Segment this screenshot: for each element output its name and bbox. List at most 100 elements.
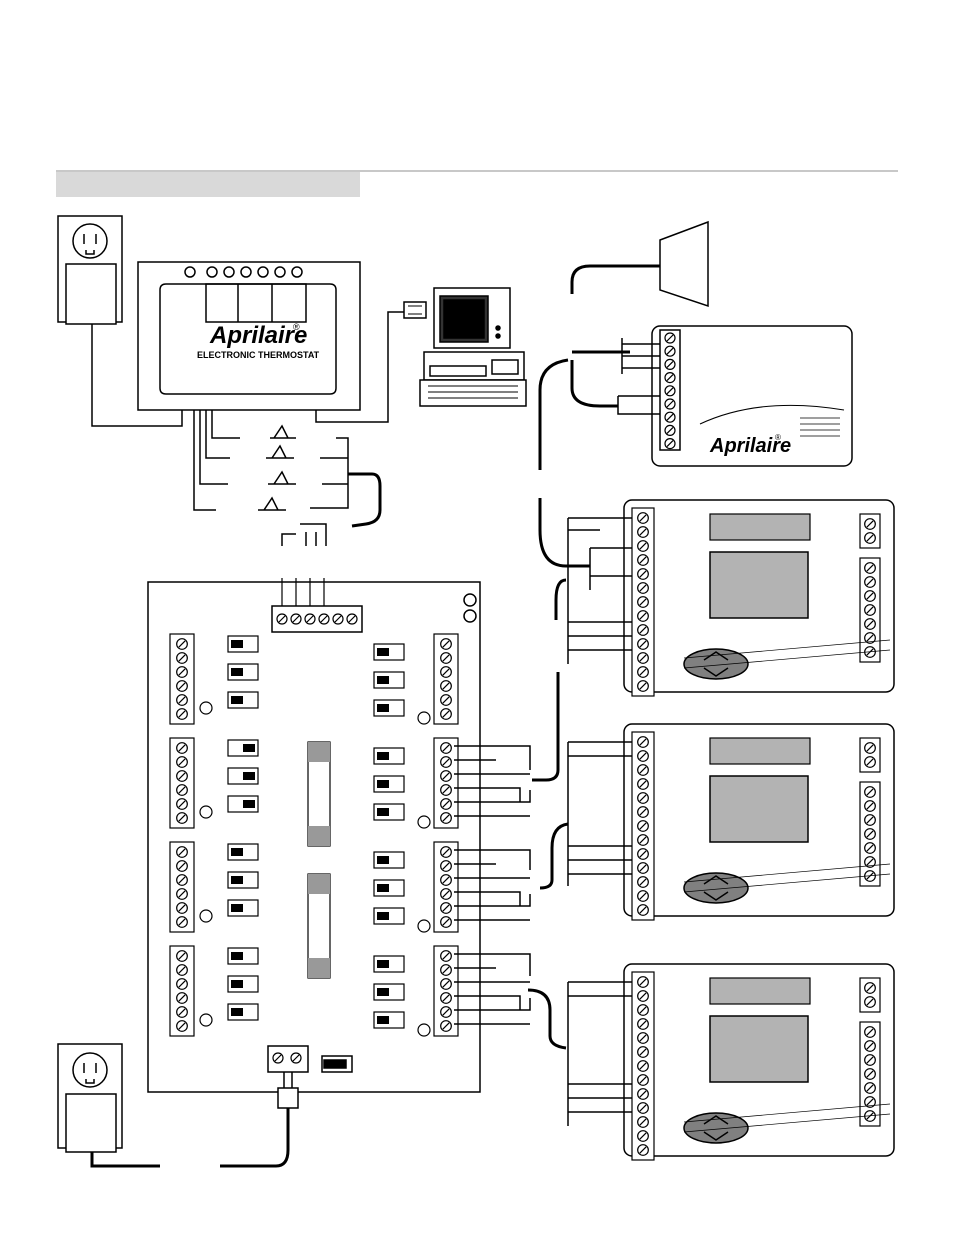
- terminal-screw: [333, 614, 343, 624]
- terminal-screw: [638, 611, 649, 622]
- fuse-cap: [308, 874, 330, 894]
- terminal-screw: [177, 667, 188, 678]
- dip-switch-toggle: [377, 676, 389, 684]
- terminal-screw: [665, 333, 675, 343]
- terminal-screw: [638, 639, 649, 650]
- terminal-screw: [177, 889, 188, 900]
- terminal-screw: [441, 979, 452, 990]
- terminal-screw: [865, 815, 876, 826]
- sensor-wires: [194, 410, 380, 546]
- terminal-screw: [177, 847, 188, 858]
- dip-switch-toggle: [377, 704, 389, 712]
- terminal-screw: [441, 861, 452, 872]
- terminal-screw: [865, 1027, 876, 1038]
- dip-switch-toggle: [377, 988, 389, 996]
- terminal-screw: [441, 903, 452, 914]
- dip-switch-toggle: [377, 648, 389, 656]
- display-screen: [710, 776, 808, 842]
- terminal-screw: [865, 1069, 876, 1080]
- zone-thermostat: [624, 964, 894, 1160]
- terminal-screw: [177, 965, 188, 976]
- terminal-screw: [665, 373, 675, 383]
- fuse-cap: [308, 958, 330, 978]
- terminal-screw: [277, 614, 287, 624]
- terminal-screw: [638, 681, 649, 692]
- terminal-screw: [865, 519, 876, 530]
- terminal-screw: [638, 765, 649, 776]
- terminal-screw: [441, 681, 452, 692]
- terminal-screw: [638, 779, 649, 790]
- terminal-screw: [638, 977, 649, 988]
- terminal-screw: [441, 993, 452, 1004]
- terminal-screw: [638, 1075, 649, 1086]
- terminal-screw: [441, 813, 452, 824]
- terminal-screw: [441, 889, 452, 900]
- terminal-screw: [638, 1019, 649, 1030]
- zone-led: [200, 806, 212, 818]
- terminal-screw: [638, 569, 649, 580]
- terminal-screw: [441, 667, 452, 678]
- terminal-screw: [177, 875, 188, 886]
- terminal-screw: [441, 695, 452, 706]
- terminal-screw: [177, 709, 188, 720]
- terminal-screw: [291, 614, 301, 624]
- dip-switch-toggle: [243, 744, 255, 752]
- terminal-screw: [638, 513, 649, 524]
- dip-switch-toggle: [231, 848, 243, 856]
- terminal-screw: [865, 743, 876, 754]
- terminal-screw: [441, 1007, 452, 1018]
- terminal-screw: [177, 771, 188, 782]
- dip-switch-toggle: [231, 668, 243, 676]
- terminal-screw: [638, 1005, 649, 1016]
- terminal-screw: [865, 829, 876, 840]
- remote-panel-trademark: ®: [775, 433, 781, 442]
- dip-switch-toggle: [231, 952, 243, 960]
- terminal-screw: [638, 905, 649, 916]
- terminal-screw: [638, 1131, 649, 1142]
- terminal-screw: [441, 1021, 452, 1032]
- terminal-screw: [865, 1041, 876, 1052]
- terminal-screw: [638, 991, 649, 1002]
- dip-switch-toggle: [231, 696, 243, 704]
- display-screen: [710, 1016, 808, 1082]
- wall-outlet-top: [58, 216, 122, 324]
- terminal-screw: [638, 653, 649, 664]
- terminal-screw: [638, 527, 649, 538]
- zone-thermostat: [624, 724, 894, 920]
- terminal-screw: [638, 583, 649, 594]
- display-top: [710, 738, 810, 764]
- terminal-screw: [638, 625, 649, 636]
- terminal-screw: [665, 425, 675, 435]
- dip-switch-toggle: [377, 960, 389, 968]
- dip-switch-toggle: [377, 912, 389, 920]
- terminal-screw: [638, 751, 649, 762]
- terminal-screw: [177, 799, 188, 810]
- terminal-screw: [441, 965, 452, 976]
- terminal-screw: [665, 346, 675, 356]
- dip-switch-toggle: [377, 780, 389, 788]
- terminal-screw: [638, 555, 649, 566]
- terminal-screw: [665, 359, 675, 369]
- dip-switch-toggle: [243, 772, 255, 780]
- terminal-screw: [865, 757, 876, 768]
- zone-thermostats: [624, 500, 894, 1160]
- terminal-screw: [177, 639, 188, 650]
- panel-wires: [540, 338, 660, 470]
- zone-led: [418, 1024, 430, 1036]
- dip-switch-toggle: [377, 884, 389, 892]
- terminal-screw: [177, 785, 188, 796]
- thermostat-trademark: ®: [293, 322, 300, 332]
- terminal-screw: [865, 605, 876, 616]
- terminal-screw: [638, 1061, 649, 1072]
- terminal-screw: [441, 785, 452, 796]
- terminal-screw: [177, 993, 188, 1004]
- dip-switch-toggle: [243, 800, 255, 808]
- terminal-screw: [305, 614, 315, 624]
- terminal-screw: [638, 1117, 649, 1128]
- terminal-screw: [441, 771, 452, 782]
- dip-switch-toggle: [377, 856, 389, 864]
- terminal-screw: [865, 1055, 876, 1066]
- terminal-screw: [273, 1053, 283, 1063]
- terminal-screw: [638, 891, 649, 902]
